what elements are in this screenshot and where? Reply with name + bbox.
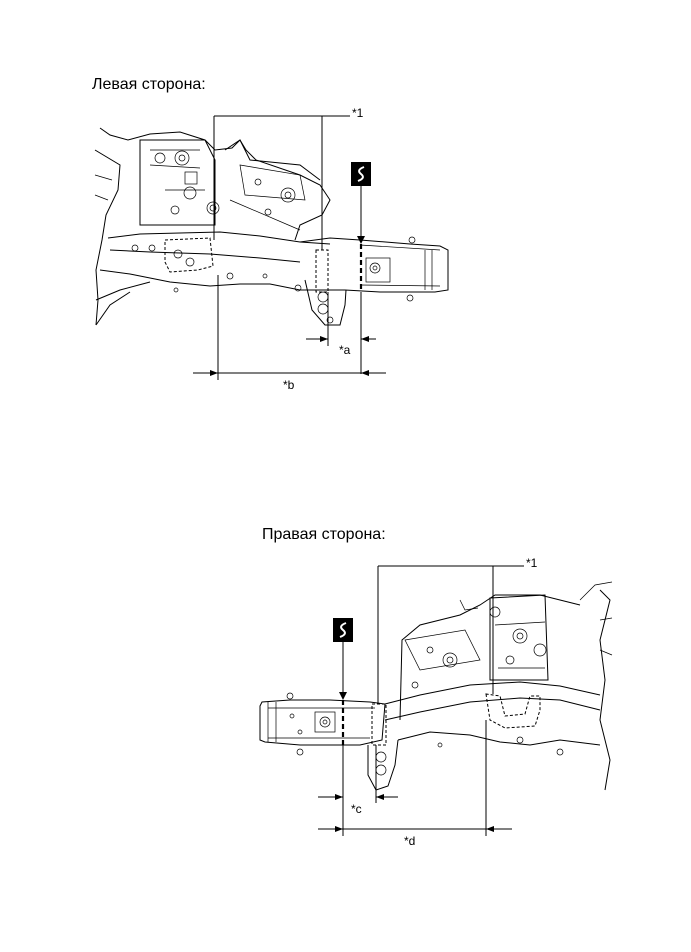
right-dim-c-label: *c — [351, 802, 362, 816]
right-side-heading: Правая сторона: — [262, 526, 386, 543]
right-callout-lines — [377, 565, 524, 704]
left-body-outline — [94, 127, 449, 326]
right-dim-d — [318, 720, 512, 836]
right-body-outline — [259, 581, 613, 791]
right-dim-c — [318, 745, 398, 836]
left-dim-a — [306, 292, 376, 374]
left-callout-1: *1 — [352, 106, 364, 120]
left-dim-b — [193, 275, 386, 380]
right-dim-d-label: *d — [404, 834, 416, 848]
left-cut-marker — [351, 162, 371, 292]
left-callout-lines — [213, 115, 350, 250]
left-dim-a-label: *a — [339, 343, 351, 357]
right-callout-1: *1 — [526, 556, 538, 570]
left-dim-b-label: *b — [283, 378, 295, 392]
right-cut-marker — [333, 618, 353, 745]
left-side-heading: Левая сторона: — [92, 76, 206, 93]
